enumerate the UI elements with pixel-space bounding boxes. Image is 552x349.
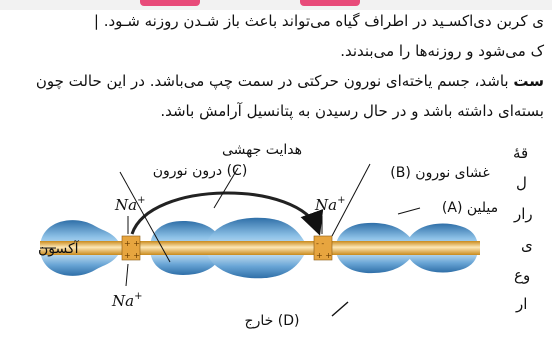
sodium-ion-label: Na+ xyxy=(111,291,142,310)
text-line-1: ی کربن دی‌اکسـید در اطراف گیاه می‌تواند … xyxy=(93,12,544,30)
label-myelin: میلین (A) xyxy=(442,200,498,216)
top-decoration xyxy=(0,0,552,10)
pink-tab xyxy=(140,0,200,6)
sodium-ion-label: Na+ xyxy=(114,195,145,214)
leader-line xyxy=(331,301,349,317)
axon xyxy=(40,241,480,255)
text-line-4: بسته‌ای داشته باشد و در حال رسیدن به پتا… xyxy=(160,102,544,120)
label-inside-neuron: (C) درون نورون xyxy=(153,163,248,179)
charge-signs: + + xyxy=(124,239,140,248)
leader-line xyxy=(213,167,239,209)
label-saltatory-conduction: هدایت جهشی xyxy=(222,142,302,158)
charge-signs: + + xyxy=(316,251,332,260)
side-text-5: وع xyxy=(514,266,531,284)
node-of-ranvier-left xyxy=(121,235,141,261)
charge-signs: - - xyxy=(316,239,324,248)
side-text-1: قهٔ xyxy=(513,144,529,162)
leader-line xyxy=(125,263,129,287)
node-of-ranvier-right xyxy=(313,235,333,261)
charge-signs: + + xyxy=(124,251,140,260)
label-axon: آکسون xyxy=(38,240,80,257)
leader-line xyxy=(331,163,371,237)
label-outside: (D) خارج xyxy=(245,313,300,329)
sodium-ion-label: Na+ xyxy=(314,195,345,214)
side-text-6: ار xyxy=(516,295,528,313)
side-text-4: ی xyxy=(521,236,533,254)
leader-line xyxy=(119,171,171,263)
text-line-2: ک می‌شود و روزنه‌ها را می‌بندند. xyxy=(340,42,544,60)
text-line-3: ست باشد، جسم یاخته‌ای نورون حرکتی در سمت… xyxy=(36,70,544,92)
side-text-3: رار xyxy=(514,205,533,223)
text-fragment: باشد، جسم یاخته‌ای نورون حرکتی در سمت چپ… xyxy=(35,72,514,90)
leader-line xyxy=(397,207,421,215)
label-neuron-membrane: غشای نورون (B) xyxy=(390,165,489,181)
pink-tab xyxy=(300,0,360,6)
bold-fragment: ست xyxy=(513,72,544,90)
side-text-2: ل xyxy=(516,174,527,192)
